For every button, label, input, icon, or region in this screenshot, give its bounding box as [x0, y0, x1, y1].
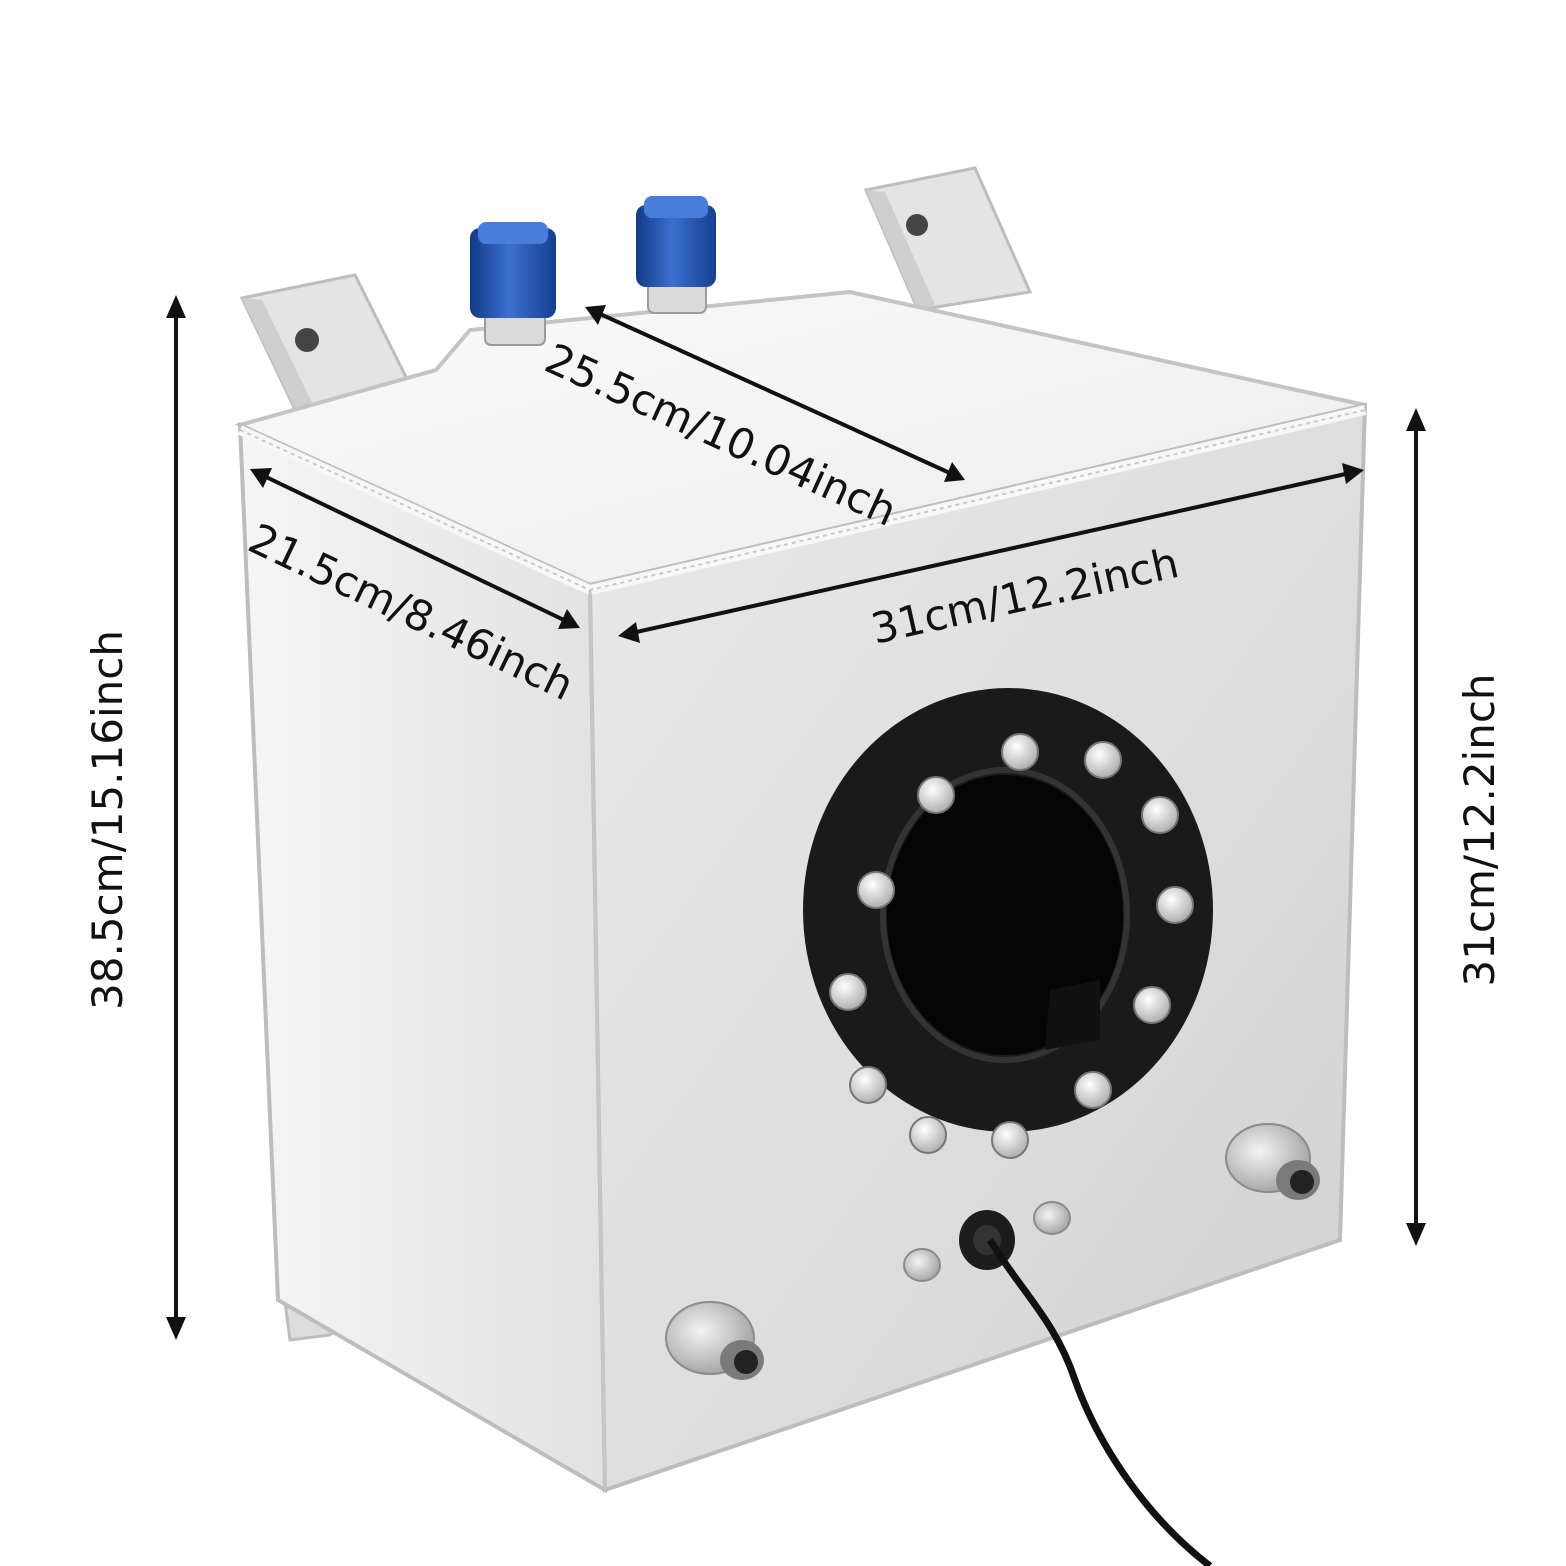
blue-fitting-left [470, 222, 556, 346]
sender-grommet-and-cable [959, 1210, 1213, 1566]
fuel-pump-flange [803, 688, 1213, 1159]
mounting-bracket-right [863, 166, 1033, 312]
fuel-tank [234, 166, 1368, 1566]
flange-bolts [829, 733, 1194, 1159]
blue-fitting-right [636, 196, 716, 314]
dimension-label-front-height: 31cm/12.2inch [1455, 673, 1504, 986]
small-plugs [903, 1201, 1071, 1282]
dimension-label-height-total: 38.5cm/15.16inch [83, 630, 132, 1010]
an-fitting-left [665, 1301, 764, 1380]
dimension-arrows [166, 295, 1426, 1340]
an-fitting-right [1225, 1123, 1320, 1200]
